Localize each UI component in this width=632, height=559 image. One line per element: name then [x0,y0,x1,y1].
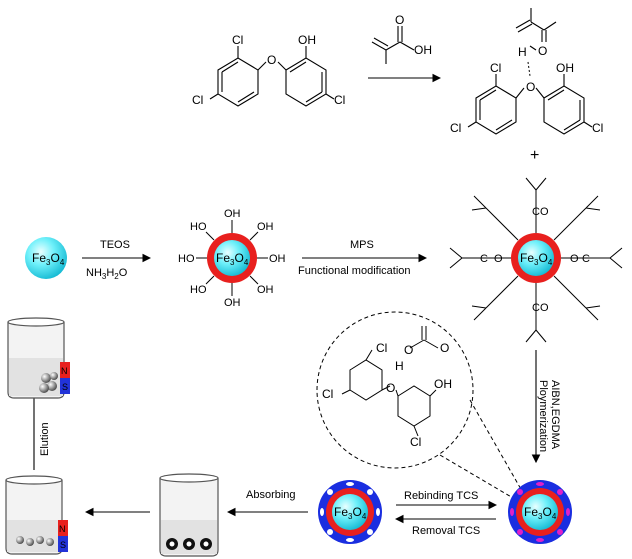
magnet-south-top [60,378,70,394]
inset-cl-left: Cl [322,387,333,401]
magnet-north-bottom [58,520,68,536]
ester-c-e: C [582,253,590,265]
magnet-s-label-bottom: S [60,540,66,550]
oh-e: OH [269,253,286,265]
complex-cl-left: Cl [450,121,461,135]
oh-w: HO [178,253,195,265]
magnet-south-bottom [58,536,68,552]
complex-oh: OH [556,61,574,75]
oh-s: OH [224,297,241,309]
svg-text:Fe3O4: Fe3O4 [520,251,553,267]
maa-oh: OH [414,43,432,57]
oh-n: OH [224,208,241,220]
inset-cl-bottom: Cl [410,435,421,449]
label-absorbing: Absorbing [246,489,296,501]
inset-o-link: O [404,343,413,357]
complex-o-bridge: O [526,80,535,94]
ester-c-s: C [532,302,540,314]
svg-text:Fe3O4: Fe3O4 [334,505,367,521]
maa-molecule [371,26,415,64]
complex-cl-right: Cl [592,121,603,135]
magnet-n-label-bottom: N [59,524,66,534]
triclosan-o-bridge: O [267,53,276,67]
svg-text:Fe3O4: Fe3O4 [216,251,249,267]
triclosan-cl-top: Cl [232,33,243,47]
magnet-n-label-top: N [61,366,68,376]
inset-oh: OH [434,377,452,391]
label-mps: MPS [350,239,374,251]
inset-o-carbonyl: O [440,341,449,355]
label-removal: Removal TCS [412,525,480,537]
complex-h: H [518,45,527,59]
label-polymerization: Ploymerization [537,380,549,452]
mip-particle-loaded: Fe3O4 [508,480,572,544]
label-aibn-egdma: AIBN,EGDMA [549,380,561,450]
magnet-north-top [60,362,70,378]
triclosan-oh: OH [298,33,316,47]
magnet-s-label-top: S [62,382,68,392]
label-rebinding: Rebinding TCS [404,490,478,502]
complex-h-bond [527,61,531,77]
inset-h: H [395,359,404,373]
complex-molecule [467,8,593,135]
label-nh3h2o: NH3H2O [86,267,128,281]
oh-sw: HO [190,284,207,296]
svg-text:Fe3O4: Fe3O4 [32,251,65,267]
beaker-magnet-top [7,317,70,399]
ester-o-n: O [540,206,549,218]
ester-o-w: O [494,253,503,265]
oh-ne: OH [257,221,274,233]
oh-nw: HO [190,221,207,233]
svg-text:Fe3O4: Fe3O4 [524,505,557,521]
fe3o4-particle-bare: Fe3O4 [25,237,67,279]
ester-o-e: O [570,253,579,265]
triclosan-cl-right: Cl [334,93,345,107]
mps-modified-particle: Fe3O4 [449,177,623,343]
oh-se: OH [257,284,274,296]
label-teos: TEOS [100,239,130,251]
beaker-magnet-bottom [5,475,68,555]
ester-c-w: C [480,253,488,265]
silica-coated-particle: Fe3O4 [196,220,268,296]
inset-cl-top: Cl [376,341,387,355]
complex-o-link: O [538,44,547,58]
ester-o-s: O [540,302,549,314]
maa-o: O [395,13,404,27]
label-functional-modification: Functional modification [298,265,411,277]
mip-particle-empty: Fe3O4 [318,480,382,544]
beaker-dispersed [159,473,219,557]
inset-o-bridge: O [386,381,395,395]
label-elution: Elution [39,422,51,456]
complex-cl-top: Cl [490,61,501,75]
triclosan-cl-left: Cl [192,93,203,107]
triclosan-molecule [209,46,335,107]
inset-circle [316,311,474,469]
ester-c-n: C [532,206,540,218]
plus-sign: + [530,147,539,164]
inset-complex-molecule [341,326,439,437]
